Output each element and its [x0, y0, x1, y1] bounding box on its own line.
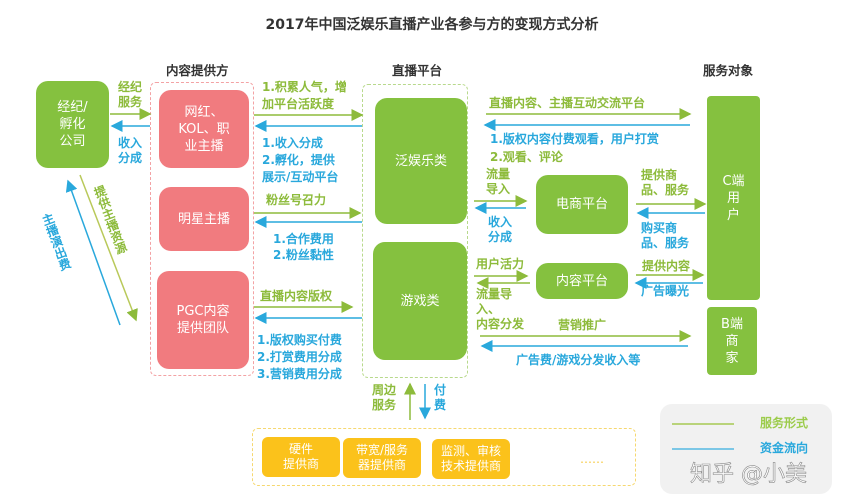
provider-group: [150, 82, 254, 376]
agency-box: 经纪/ 孵化 公司: [36, 81, 109, 168]
label-ad-exposure: 广告曝光: [641, 284, 690, 298]
label-marketing: 营销推广: [558, 318, 607, 332]
legend-service-label: 服务形式: [760, 416, 809, 430]
header-platform: 直播平台: [392, 63, 443, 78]
target-consumer: C端 用 户: [707, 96, 760, 300]
label-traffic-in: 流量 导入: [486, 167, 511, 196]
header-provider: 内容提供方: [166, 63, 229, 78]
arrow-resources: [79, 174, 138, 322]
label-c-green: 直播内容、主播互动交流平台: [489, 96, 646, 110]
label-peripheral: 周边 服务: [372, 383, 397, 412]
label-buy-goods: 购买商 品、服务: [641, 221, 690, 250]
label-pay: 付 费: [434, 383, 447, 412]
provider-star: 明星主播: [159, 187, 249, 251]
label-c-blue: 1.版权内容付费观看，用户打赏: [490, 132, 659, 146]
supplier-bandwidth: 带宽/服务 器提供商: [343, 438, 421, 478]
content-platform: 内容平台: [536, 263, 628, 299]
label-provide-content: 提供内容: [642, 259, 691, 273]
label-agency-service: 经纪 服务: [118, 80, 143, 109]
label-l2-blue: 1.合作费用 2.粉丝黏性: [273, 232, 334, 262]
label-l2-green: 粉丝号召力: [266, 193, 327, 207]
arrow-perform-fee: [65, 179, 121, 326]
provider-pgc: PGC内容 提供团队: [157, 271, 249, 369]
label-income-share: 收入 分成: [488, 215, 513, 244]
target-business: B端 商 家: [707, 307, 757, 375]
label-agency-income: 收入 分成: [118, 136, 143, 165]
label-c-green2: 2.观看、评论: [490, 150, 563, 164]
header-target: 服务对象: [703, 63, 754, 78]
label-ad-fee: 广告费/游戏分发收入等: [516, 353, 641, 367]
legend: 服务形式 资金流向 知乎 @小美: [660, 404, 832, 494]
label-l3-blue: 1.版权购买付费 2.打赏费用分成 3.营销费用分成: [257, 333, 342, 381]
supplier-hardware: 硬件 提供商: [262, 437, 340, 477]
platform-group: [362, 84, 468, 378]
supplier-more: ……: [580, 452, 604, 466]
label-l1-blue: 1.收入分成 2.孵化，提供 展示/互动平台: [262, 136, 339, 184]
ecommerce-platform: 电商平台: [536, 175, 628, 234]
diagram-title: 2017年中国泛娱乐直播产业各参与方的变现方式分析: [265, 17, 599, 33]
label-provide-goods: 提供商 品、服务: [641, 168, 690, 197]
platform-entertainment: 泛娱乐类: [375, 98, 467, 224]
supplier-group: [252, 428, 636, 486]
platform-game: 游戏类: [373, 242, 467, 360]
watermark: 知乎 @小美: [690, 462, 808, 488]
legend-money-line: [672, 448, 734, 450]
label-l3-green: 直播内容版权: [260, 289, 333, 303]
supplier-monitoring: 监测、审核 技术提供商: [432, 439, 510, 479]
label-l1-green: 1.积累人气，增 加平台活跃度: [262, 80, 347, 111]
label-traffic-dist: 流量导 入、 内容分发: [476, 287, 525, 331]
legend-service-line: [672, 423, 734, 425]
label-user-activity: 用户活力: [476, 257, 525, 271]
provider-influencer: 网红、 KOL、职 业主播: [159, 90, 249, 168]
legend-money-label: 资金流向: [760, 441, 809, 455]
